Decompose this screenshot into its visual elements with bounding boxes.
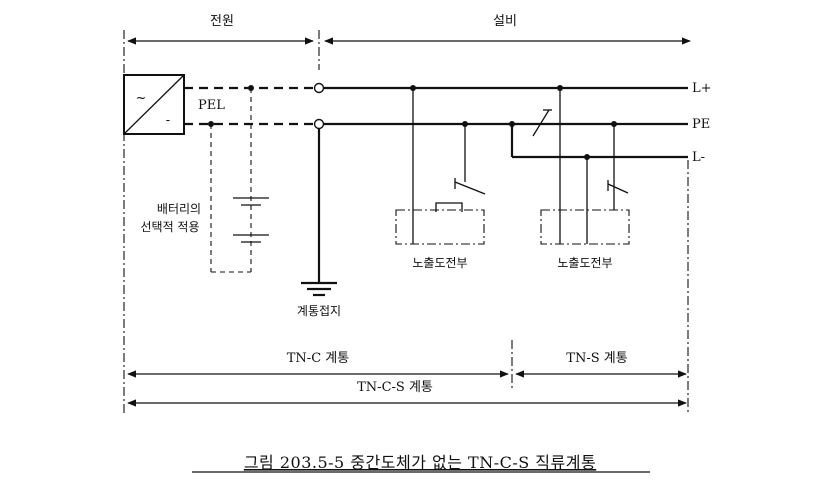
tncs-label: TN-C-S 계통 [357,380,433,395]
equip1-fuse [435,202,463,212]
exposed-part-label-1: 노출도전부 [412,256,467,270]
converter-diagonal [123,74,185,135]
pe-slash-mark [532,109,550,137]
exposed-part-label-2: 노출도전부 [557,256,612,270]
system-earth-label: 계통접지 [297,304,341,318]
tnc-label: TN-C 계통 [287,351,349,366]
l-plus-label: L+ [692,81,712,96]
tns-label: TN-S 계통 [566,351,627,366]
exposed-part-box-2 [540,209,630,245]
pe-label: PE [692,117,710,132]
equip1-switch-blade [454,181,486,195]
figure-caption: 그림 203.5-5 중간도체가 없는 TN-C-S 직류계통 [244,453,596,472]
l-minus-label: L- [692,150,705,165]
ac-symbol: ~ [136,91,147,106]
pe-split-node [509,121,515,127]
exposed-part-box-1 [395,209,485,245]
installation-label: 설비 [493,14,517,29]
pel-label: PEL [198,98,225,113]
equip2-switch-blade [607,183,629,194]
terminal-pel [313,118,325,130]
battery-label-line2: 선택적 적용 [140,220,199,234]
dc-symbol: - [166,113,170,128]
source-label: 전원 [210,14,234,29]
battery-label-line1: 배터리의 [157,202,201,216]
terminal-l-plus [313,82,325,94]
